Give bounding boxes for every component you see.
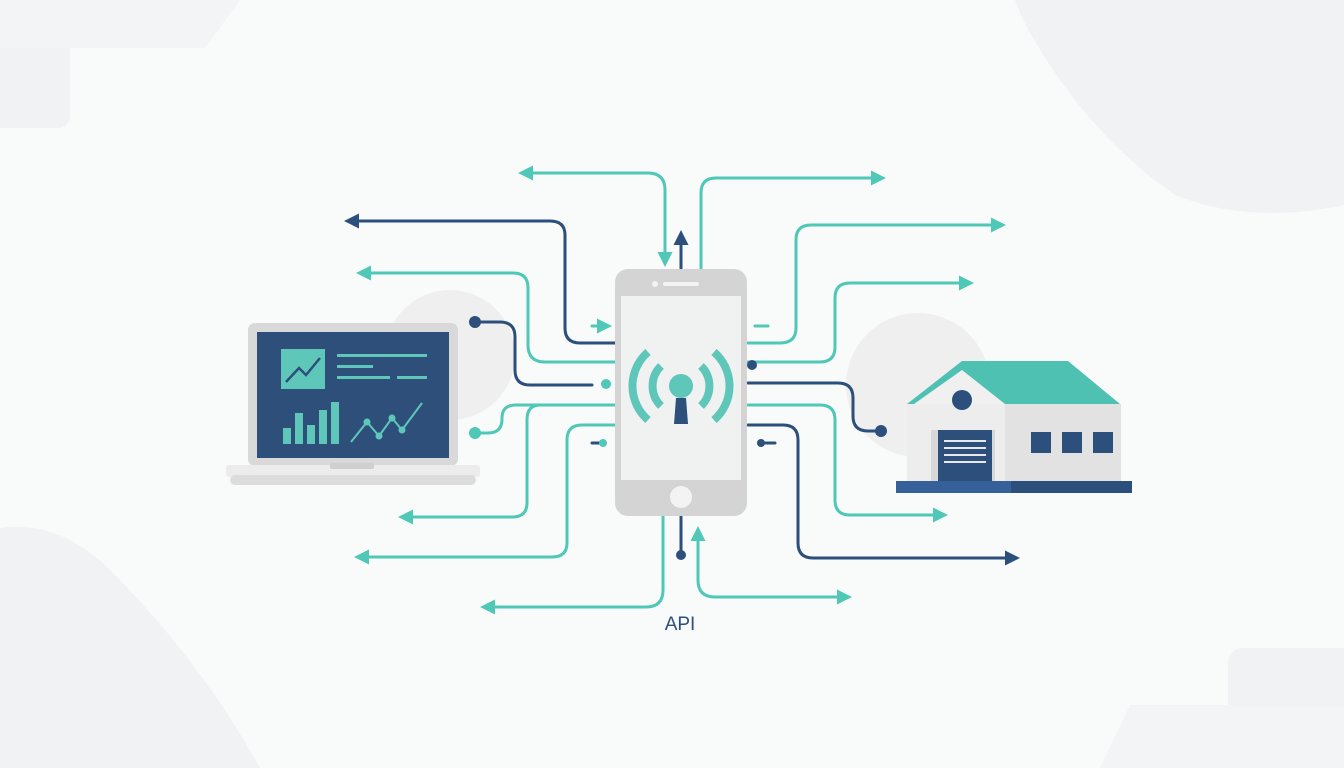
api-label: API: [664, 614, 696, 635]
warehouse-building-icon: [896, 361, 1132, 493]
connector-line: [690, 526, 852, 605]
laptop-dashboard-icon: [226, 323, 480, 485]
connector-line: [354, 423, 617, 565]
connector-line: [473, 403, 617, 435]
connector-line: [398, 403, 602, 525]
connector-line: [746, 275, 974, 364]
connector-line: [480, 513, 665, 615]
connector-line: [746, 403, 948, 523]
wireless-antenna-icon: [628, 348, 734, 424]
connector-line: [746, 381, 883, 433]
connector-dots: [469, 316, 887, 560]
connector-line: [356, 265, 617, 364]
connector-line: [699, 170, 886, 272]
connector-line: [518, 165, 673, 267]
connector-line: [746, 217, 1006, 345]
connector-line: [473, 320, 594, 387]
